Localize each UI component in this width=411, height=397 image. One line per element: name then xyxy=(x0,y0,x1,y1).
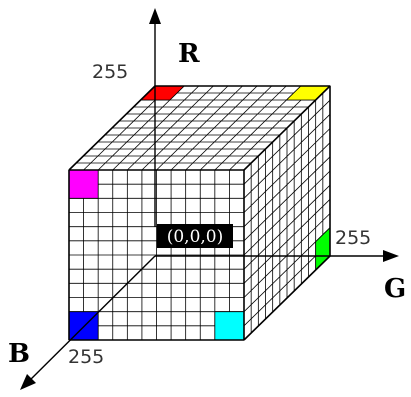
axes xyxy=(20,8,399,390)
origin-label: (0,0,0) xyxy=(167,227,224,247)
cube-edge xyxy=(243,85,331,171)
cyan-corner xyxy=(214,311,245,341)
g-axis-label: G xyxy=(384,274,406,304)
right-face-grid-line xyxy=(243,99,331,185)
origin-label-background xyxy=(157,224,233,248)
right-face-grid-line xyxy=(243,114,331,199)
b-max-label: 255 xyxy=(68,346,104,368)
r-axis-arrowhead xyxy=(149,8,161,24)
r-axis-label: R xyxy=(178,39,200,69)
b-axis-arrowhead xyxy=(20,374,36,390)
cube-edge xyxy=(68,85,156,171)
g-axis-arrowhead xyxy=(383,250,399,262)
magenta-corner xyxy=(68,169,99,199)
cube-edges xyxy=(68,85,331,341)
r-max-label: 255 xyxy=(92,61,128,83)
b-axis-line xyxy=(23,255,156,387)
g-max-label: 255 xyxy=(335,227,371,249)
cube-edge xyxy=(243,255,331,341)
b-axis-label: B xyxy=(8,339,30,369)
